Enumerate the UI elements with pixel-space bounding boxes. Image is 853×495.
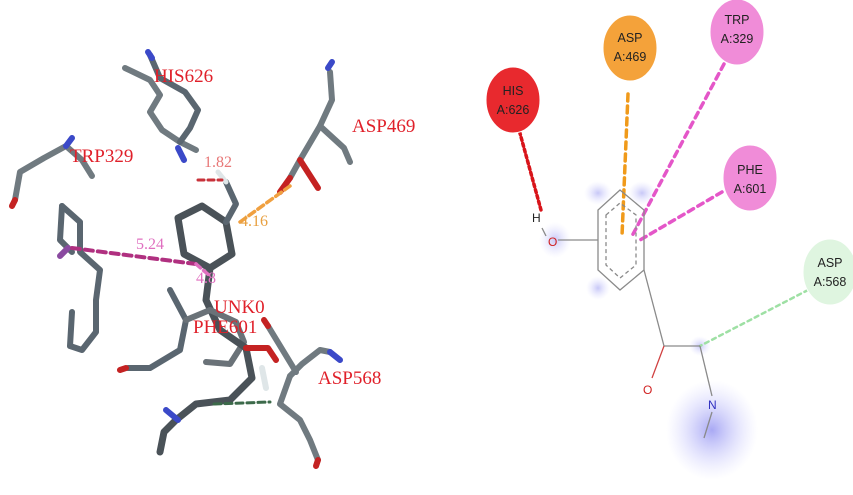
bond-n-methyl xyxy=(703,411,713,439)
bond-chain-o xyxy=(651,345,665,379)
aromatic-ring xyxy=(597,189,645,291)
residue-node-his626: HIS A:626 xyxy=(485,66,541,134)
bond-ring-chain xyxy=(643,269,665,347)
residue-disc xyxy=(722,144,778,212)
distance-label-1: 1.82 xyxy=(204,154,232,171)
carbon-hbond-line-asp568 xyxy=(698,288,810,348)
label-3d-trp329: TRP329 xyxy=(70,146,133,167)
residue-name: PHE xyxy=(737,163,763,177)
solvent-halo-ring-right xyxy=(628,181,656,205)
residue-chain-id: A:469 xyxy=(614,50,647,64)
residue-name: TRP xyxy=(725,13,750,27)
atom-amine-n: N xyxy=(708,398,717,412)
label-3d-asp568: ASP568 xyxy=(318,368,381,389)
distance-label-4: 4.8 xyxy=(196,270,216,287)
solvent-halo-amine xyxy=(666,380,758,480)
solvent-halo-ring-top xyxy=(584,181,612,205)
interaction-lines-3d xyxy=(70,178,292,406)
residue-disc xyxy=(802,238,853,306)
residue-name: ASP xyxy=(817,256,842,270)
residue-node-phe601: PHE A:601 xyxy=(722,144,778,212)
residue-chain-id: A:329 xyxy=(721,32,754,46)
atom-hydroxyl-h: H xyxy=(532,211,541,225)
residue-name: HIS xyxy=(503,84,524,98)
solvent-halo-ring-bottom xyxy=(586,276,610,300)
residue-chain-id: A:626 xyxy=(497,103,530,117)
stick-bonds xyxy=(9,49,353,469)
solvent-halo-hydroxyl xyxy=(539,222,571,258)
interaction-lines-2d xyxy=(516,62,810,348)
bond-o-h xyxy=(541,227,547,237)
distance-label-3: 5.24 xyxy=(136,236,164,253)
label-3d-unk0: UNK0 xyxy=(214,297,265,318)
ligand-skeleton xyxy=(541,189,713,439)
aromatic-ring-inner xyxy=(605,202,637,279)
label-3d-his626: HIS626 xyxy=(154,66,213,87)
atom-hydroxyl-o: O xyxy=(548,235,557,249)
residue-chain-id: A:601 xyxy=(734,182,767,196)
residue-node-asp469: ASP A:469 xyxy=(602,14,658,82)
residue-node-trp329: TRP A:329 xyxy=(709,0,765,66)
residue-name: ASP xyxy=(617,31,642,45)
panel-3d-stick-model: HIS626 ASP469 TRP329 UNK0 PHE601 ASP568 … xyxy=(9,49,415,469)
label-3d-asp469: ASP469 xyxy=(352,116,415,137)
pi-pi-line-trp329 xyxy=(630,62,726,238)
label-3d-phe601: PHE601 xyxy=(193,317,257,338)
residue-disc xyxy=(709,0,765,66)
pi-anion-line-asp469 xyxy=(620,92,630,238)
residue-disc xyxy=(602,14,658,82)
residue-chain-id: A:568 xyxy=(814,275,847,289)
distance-label-2: 4.16 xyxy=(240,213,268,230)
bond-chain-n xyxy=(699,345,713,397)
residue-disc xyxy=(485,66,541,134)
atom-side-o: O xyxy=(643,383,652,397)
panel-2d-interaction-diagram: O H O N HIS A:626 ASP A:469 TRP A:329 PH… xyxy=(485,0,853,480)
pi-pi-line-phe601 xyxy=(638,190,724,242)
residue-node-asp568: ASP A:568 xyxy=(802,238,853,306)
hbond-line-his626 xyxy=(516,124,543,212)
